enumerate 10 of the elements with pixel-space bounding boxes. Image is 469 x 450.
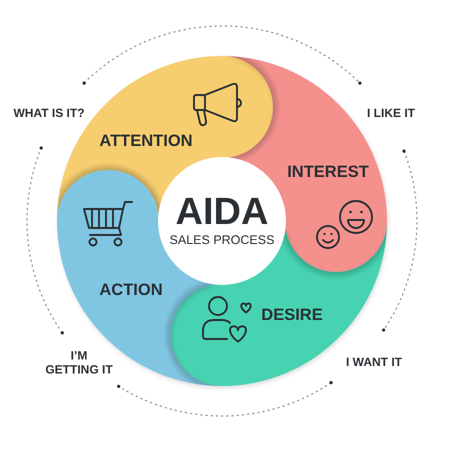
stage-caption: WHAT IS IT? [12, 106, 86, 120]
stage-label: INTEREST [287, 164, 369, 180]
stage-caption: I’M GETTING IT [44, 348, 114, 378]
stage-caption: I LIKE IT [366, 106, 416, 120]
stage-label: DESIRE [261, 306, 323, 324]
stage-label: ACTION [99, 282, 163, 298]
stage-caption: I WANT IT [345, 354, 403, 370]
center-title: AIDA [176, 193, 268, 232]
stage-label: ATTENTION [99, 132, 193, 150]
center-subtitle: SALES PROCESS [170, 234, 274, 247]
